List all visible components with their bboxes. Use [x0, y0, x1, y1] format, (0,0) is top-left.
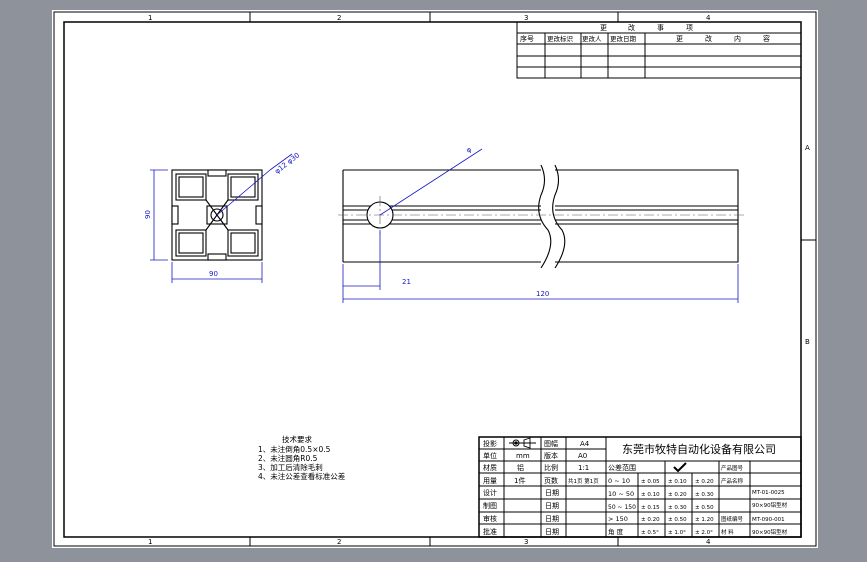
- unit-value: mm: [516, 452, 530, 460]
- range-row-1: 0 ~ 10: [608, 477, 630, 485]
- note-line-1: 1、未注倒角0.5×0.5: [258, 444, 331, 454]
- revision-header-mark: 更改标识: [547, 34, 574, 43]
- range-row-5: 角 度: [608, 527, 624, 536]
- side-view-dimensions: [342, 148, 739, 303]
- material-value: 铝: [517, 463, 524, 472]
- company-name: 东莞市牧特自动化设备有限公司: [622, 442, 776, 456]
- part-no-label: 产品图号: [721, 464, 744, 472]
- revision-title-3: 事: [657, 23, 664, 32]
- tolerance-label: 公差范围: [608, 463, 636, 472]
- profile-length-view: [342, 164, 739, 269]
- notes-title: 技术要求: [282, 434, 312, 444]
- tol3-row-1: ± 0.20: [695, 479, 714, 485]
- revision-content-1: 更: [676, 35, 683, 43]
- zone-top-3: 3: [524, 14, 528, 22]
- outer-frame: [53, 11, 817, 547]
- material-label: 材质: [483, 463, 497, 472]
- drawing-code-label: 图纸编号: [721, 515, 744, 523]
- tol2-row-2: ± 0.20: [668, 492, 687, 498]
- note-line-4: 4、未注公差查看标准公差: [258, 471, 346, 481]
- tol3-row-2: ± 0.30: [695, 492, 714, 498]
- drawing-size-label: 图幅: [544, 439, 558, 448]
- tol2-row-1: ± 0.10: [668, 479, 687, 485]
- pages-value: 共1页 第1页: [568, 477, 599, 485]
- revision-content-4: 容: [763, 34, 770, 43]
- tol1-row-3: ± 0.15: [641, 505, 660, 511]
- projection-label: 投影: [483, 439, 497, 448]
- revision-title-2: 改: [628, 23, 635, 32]
- zone-bottom-3: 3: [524, 538, 528, 546]
- note-line-3: 3、加工后清除毛刺: [258, 462, 323, 472]
- tol2-row-5: ± 1.0°: [668, 530, 686, 536]
- version-label: 版本: [544, 451, 558, 460]
- date-label-1: 日期: [545, 489, 559, 497]
- inner-frame: [63, 21, 802, 538]
- tol3-row-5: ± 2.0°: [695, 530, 713, 536]
- sign-row-check: 审核: [483, 514, 497, 523]
- drawing-code-value: MT-090-001: [752, 517, 785, 523]
- revision-header-date: 更改日期: [610, 34, 637, 43]
- range-row-3: 50 ~ 150: [608, 504, 636, 511]
- sign-row-approve: 批准: [483, 527, 497, 536]
- zone-top-1: 1: [148, 14, 152, 22]
- sign-row-design: 设计: [483, 488, 497, 497]
- revision-header-no: 序号: [520, 34, 534, 43]
- paper: [52, 10, 818, 548]
- roughness-check-icon: [673, 462, 687, 473]
- zone-top-4: 4: [706, 14, 711, 22]
- revision-content-2: 改: [705, 34, 712, 43]
- title-block-grid: [478, 436, 802, 538]
- date-label-2: 日期: [545, 502, 559, 510]
- tol3-row-4: ± 1.20: [695, 517, 714, 523]
- usage-label: 用量: [483, 477, 497, 485]
- range-row-2: 10 ~ 50: [608, 490, 634, 498]
- material-spec-label: 材 料: [721, 528, 734, 536]
- dim-hole-offset: 21: [402, 278, 411, 286]
- note-line-2: 2、未注圆角R0.5: [258, 453, 318, 463]
- tol1-row-4: ± 0.20: [641, 517, 660, 523]
- revision-title-1: 更: [600, 24, 607, 32]
- revision-title-4: 项: [686, 24, 693, 32]
- zone-bottom-1: 1: [148, 538, 152, 546]
- projection-symbol-icon: [509, 437, 536, 449]
- zone-markers: [249, 12, 816, 546]
- tol3-row-3: ± 0.50: [695, 505, 714, 511]
- material-spec-value: 90×90铝型材: [752, 528, 788, 536]
- sign-row-draw: 制图: [483, 501, 497, 510]
- scale-label: 比例: [544, 463, 558, 472]
- unit-label: 单位: [483, 451, 497, 460]
- dim-profile-width: 90: [209, 270, 218, 278]
- dim-length: 120: [536, 290, 549, 298]
- range-row-4: > 150: [608, 515, 628, 523]
- front-view-dimensions: [150, 153, 293, 283]
- tol1-row-1: ± 0.05: [641, 479, 660, 485]
- zone-right-a: A: [805, 144, 810, 152]
- zone-top-2: 2: [337, 14, 341, 22]
- dim-profile-height: 90: [144, 210, 152, 219]
- zone-bottom-4: 4: [706, 538, 711, 546]
- tol2-row-4: ± 0.50: [668, 517, 687, 523]
- zone-bottom-2: 2: [337, 538, 341, 546]
- revision-content-3: 内: [734, 34, 741, 43]
- scale-value: 1:1: [578, 464, 589, 472]
- dim-hole-diameter: φ: [465, 145, 474, 154]
- drawing-size-value: A4: [580, 440, 590, 448]
- part-name-label: 产品名称: [721, 477, 744, 485]
- revision-header-person: 更改人: [582, 34, 602, 43]
- part-name-value: 90×90铝型材: [752, 501, 788, 509]
- tol1-row-2: ± 0.10: [641, 492, 660, 498]
- date-label-4: 日期: [545, 528, 559, 536]
- tol2-row-3: ± 0.30: [668, 505, 687, 511]
- pages-label: 页数: [544, 476, 558, 485]
- date-label-3: 日期: [545, 515, 559, 523]
- tol1-row-5: ± 0.5°: [641, 530, 659, 536]
- version-value: A0: [578, 452, 587, 460]
- revision-table: [516, 21, 802, 79]
- part-no-value: MT-01-0025: [752, 490, 785, 496]
- zone-right-b: B: [805, 338, 810, 346]
- usage-value: 1件: [514, 476, 525, 485]
